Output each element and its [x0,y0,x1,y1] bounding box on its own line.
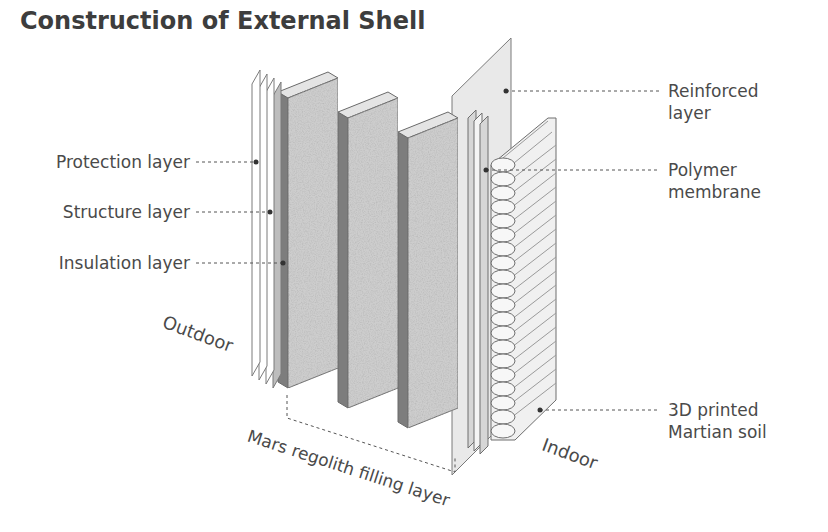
outer-sheets [252,70,281,388]
layer-label: Insulation layer [59,252,190,274]
rod-end [491,200,515,214]
leader-dots [254,89,543,413]
block-side [338,112,348,408]
diagram-title: Construction of External Shell [20,6,425,36]
leader-dot [268,210,273,215]
leader-dot [281,261,286,266]
rod-end [491,326,515,340]
rod-end [491,368,515,382]
leader-line [506,91,660,92]
membrane-sheet [480,116,488,454]
rod-end [491,382,515,396]
side-label: Indoor [539,434,601,474]
rod-end [491,214,515,228]
soil-body [491,118,556,440]
leader-dot [504,89,509,94]
rod-end [491,242,515,256]
leader-line [196,162,256,163]
rod-end [491,172,515,186]
regolith-block [278,72,338,388]
rod-end [491,312,515,326]
leader-dot [254,160,259,165]
block-face [288,78,338,388]
rod-end [491,284,515,298]
leader-dot [484,168,489,173]
layer-label: 3D printed Martian soil [668,399,790,443]
rod-end [491,410,515,424]
rod-end [491,256,515,270]
rod-end [491,396,515,410]
layer-label: Structure layer [63,201,190,223]
block-face [348,98,398,408]
regolith-block [338,92,398,408]
leader-line [540,410,660,411]
regolith-block [398,112,458,428]
layer-label: Polymer membrane [668,159,790,203]
block-side [398,132,408,428]
polymer-membrane [468,110,488,454]
rod-end [491,228,515,242]
leader-lines [196,91,660,472]
sheet [252,70,260,376]
layer-label: Protection layer [56,151,190,173]
rod-end [491,298,515,312]
rod-end [491,186,515,200]
rod-end [491,354,515,368]
soil-rod-ends [491,158,515,438]
block-face [408,118,458,428]
rod-end [491,424,515,438]
leader-line [486,170,660,171]
printed-soil [491,118,556,440]
side-label: Outdoor [159,311,236,357]
layer-label: Mars regolith filling layer [244,425,452,511]
layer-label: Reinforced layer [668,80,790,124]
leader-line [196,263,283,264]
rod-end [491,270,515,284]
rod-end [491,340,515,354]
leader-dot [538,408,543,413]
leader-line [196,212,270,213]
